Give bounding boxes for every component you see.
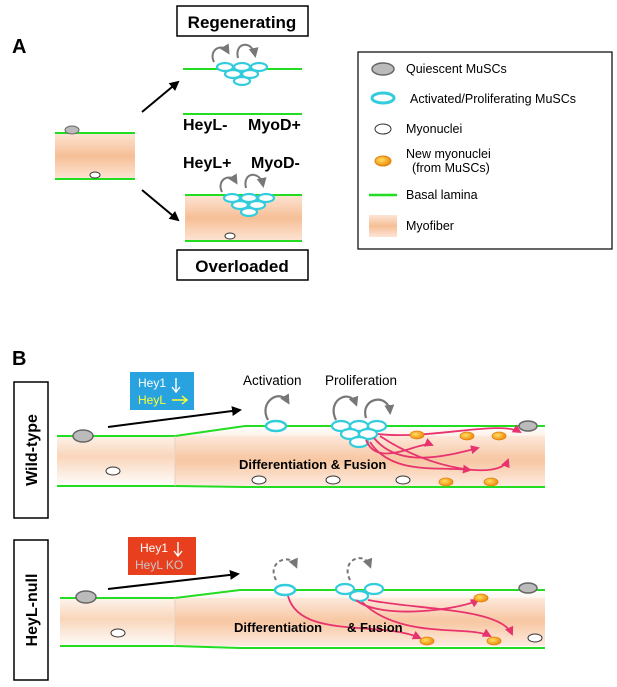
ko-hey1-label: Hey1 [140, 541, 168, 555]
overloaded-label: Overloaded [195, 257, 289, 276]
legend-myofiber-label: Myofiber [406, 219, 454, 233]
legend-basal-lamina-label: Basal lamina [406, 188, 478, 202]
myonucleus-icon [89, 171, 101, 179]
heyl-plus-label: HeyL+ [183, 155, 231, 172]
wild-type-label: Wild-type [24, 414, 41, 486]
new-myonuclei-icon [374, 155, 392, 167]
legend-activated-label: Activated/Proliferating MuSCs [410, 92, 576, 106]
myod-minus-label: MyoD- [251, 155, 300, 172]
down-arrow-icon [171, 378, 181, 394]
activated-musc-icon [370, 91, 396, 105]
legend-new-myonuclei-label: New myonuclei [406, 147, 491, 161]
wt-proliferation-label: Proliferation [325, 373, 397, 388]
wt-heyl-label: HeyL [138, 393, 166, 407]
source-fiber [55, 125, 135, 180]
activated-musc-cluster-overloaded [222, 192, 276, 218]
arrow-to-regenerating [141, 80, 180, 113]
overloaded-box [176, 249, 309, 281]
overloaded-fiber [185, 173, 302, 242]
right-arrow-icon [172, 395, 189, 405]
quiescent-musc-icon [64, 125, 80, 135]
quiescent-musc-icon [371, 62, 395, 76]
wt-hey1-label: Hey1 [138, 376, 166, 390]
regenerating-fiber [183, 43, 302, 115]
myod-plus-label: MyoD+ [248, 117, 301, 134]
arrow-to-overloaded [141, 189, 180, 222]
wt-timeline-arrow [107, 406, 242, 428]
ko-timeline-arrow [107, 569, 240, 590]
panel-b-letter: B [12, 348, 26, 370]
panel-a-letter: A [12, 36, 26, 58]
regenerating-box [176, 5, 309, 37]
myonuclei-icon [374, 123, 392, 135]
heyl-null-box [13, 539, 49, 681]
wt-activation-label: Activation [243, 373, 302, 388]
ko-fusion-label: & Fusion [347, 620, 403, 635]
legend-quiescent-label: Quiescent MuSCs [406, 62, 507, 76]
heyl-null-fiber [60, 557, 545, 649]
heyl-minus-label: HeyL- [183, 117, 227, 134]
legend: Quiescent MuSCs Activated/Proliferating … [357, 51, 613, 250]
legend-frame [357, 51, 613, 250]
ko-diff-label: Differentiation [234, 620, 322, 635]
wild-type-box [13, 381, 49, 519]
ko-heyl-label: HeyL KO [135, 558, 183, 572]
regenerating-label: Regenerating [188, 13, 297, 32]
wild-type-fiber [57, 393, 545, 488]
legend-myonuclei-label: Myonuclei [406, 122, 462, 136]
legend-new-myonuclei-sub: (from MuSCs) [412, 161, 490, 175]
myofiber-icon [369, 215, 397, 237]
activated-musc-cluster [215, 61, 269, 87]
down-arrow-icon [173, 542, 183, 558]
heyl-null-label: HeyL-null [24, 574, 41, 647]
hey-box-heyl-null [128, 537, 196, 575]
wt-diff-fusion-label: Differentiation & Fusion [239, 457, 386, 472]
